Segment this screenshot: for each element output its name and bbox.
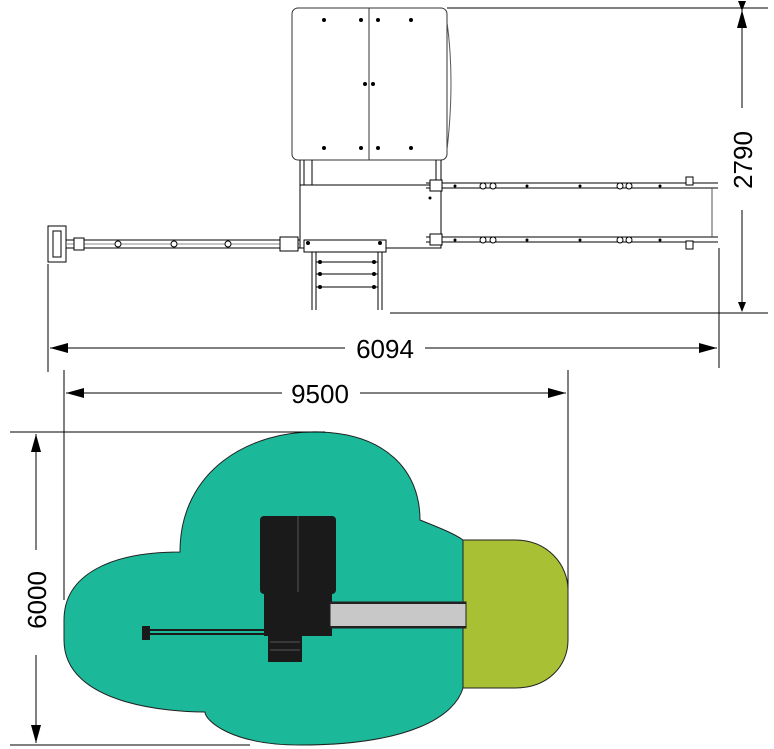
dimension-label-6000: 6000 <box>22 571 52 629</box>
dimension-9500 <box>63 370 569 600</box>
structure-plan <box>142 516 467 662</box>
slide-plan <box>329 601 467 629</box>
dimension-label-2790: 2790 <box>728 131 758 189</box>
dimension-label-6094: 6094 <box>356 334 414 364</box>
slide-rails <box>426 176 718 250</box>
platform-deck <box>299 184 442 249</box>
dimension-label-9500: 9500 <box>291 379 349 409</box>
safety-zone-slide <box>459 539 569 689</box>
dimension-2790 <box>390 1 768 314</box>
ladder <box>303 239 387 310</box>
roof-bolts <box>322 18 413 150</box>
dimension-6094 <box>47 248 720 372</box>
elevation-view <box>47 7 718 310</box>
dimension-6000 <box>10 431 325 746</box>
left-bar <box>47 225 300 263</box>
